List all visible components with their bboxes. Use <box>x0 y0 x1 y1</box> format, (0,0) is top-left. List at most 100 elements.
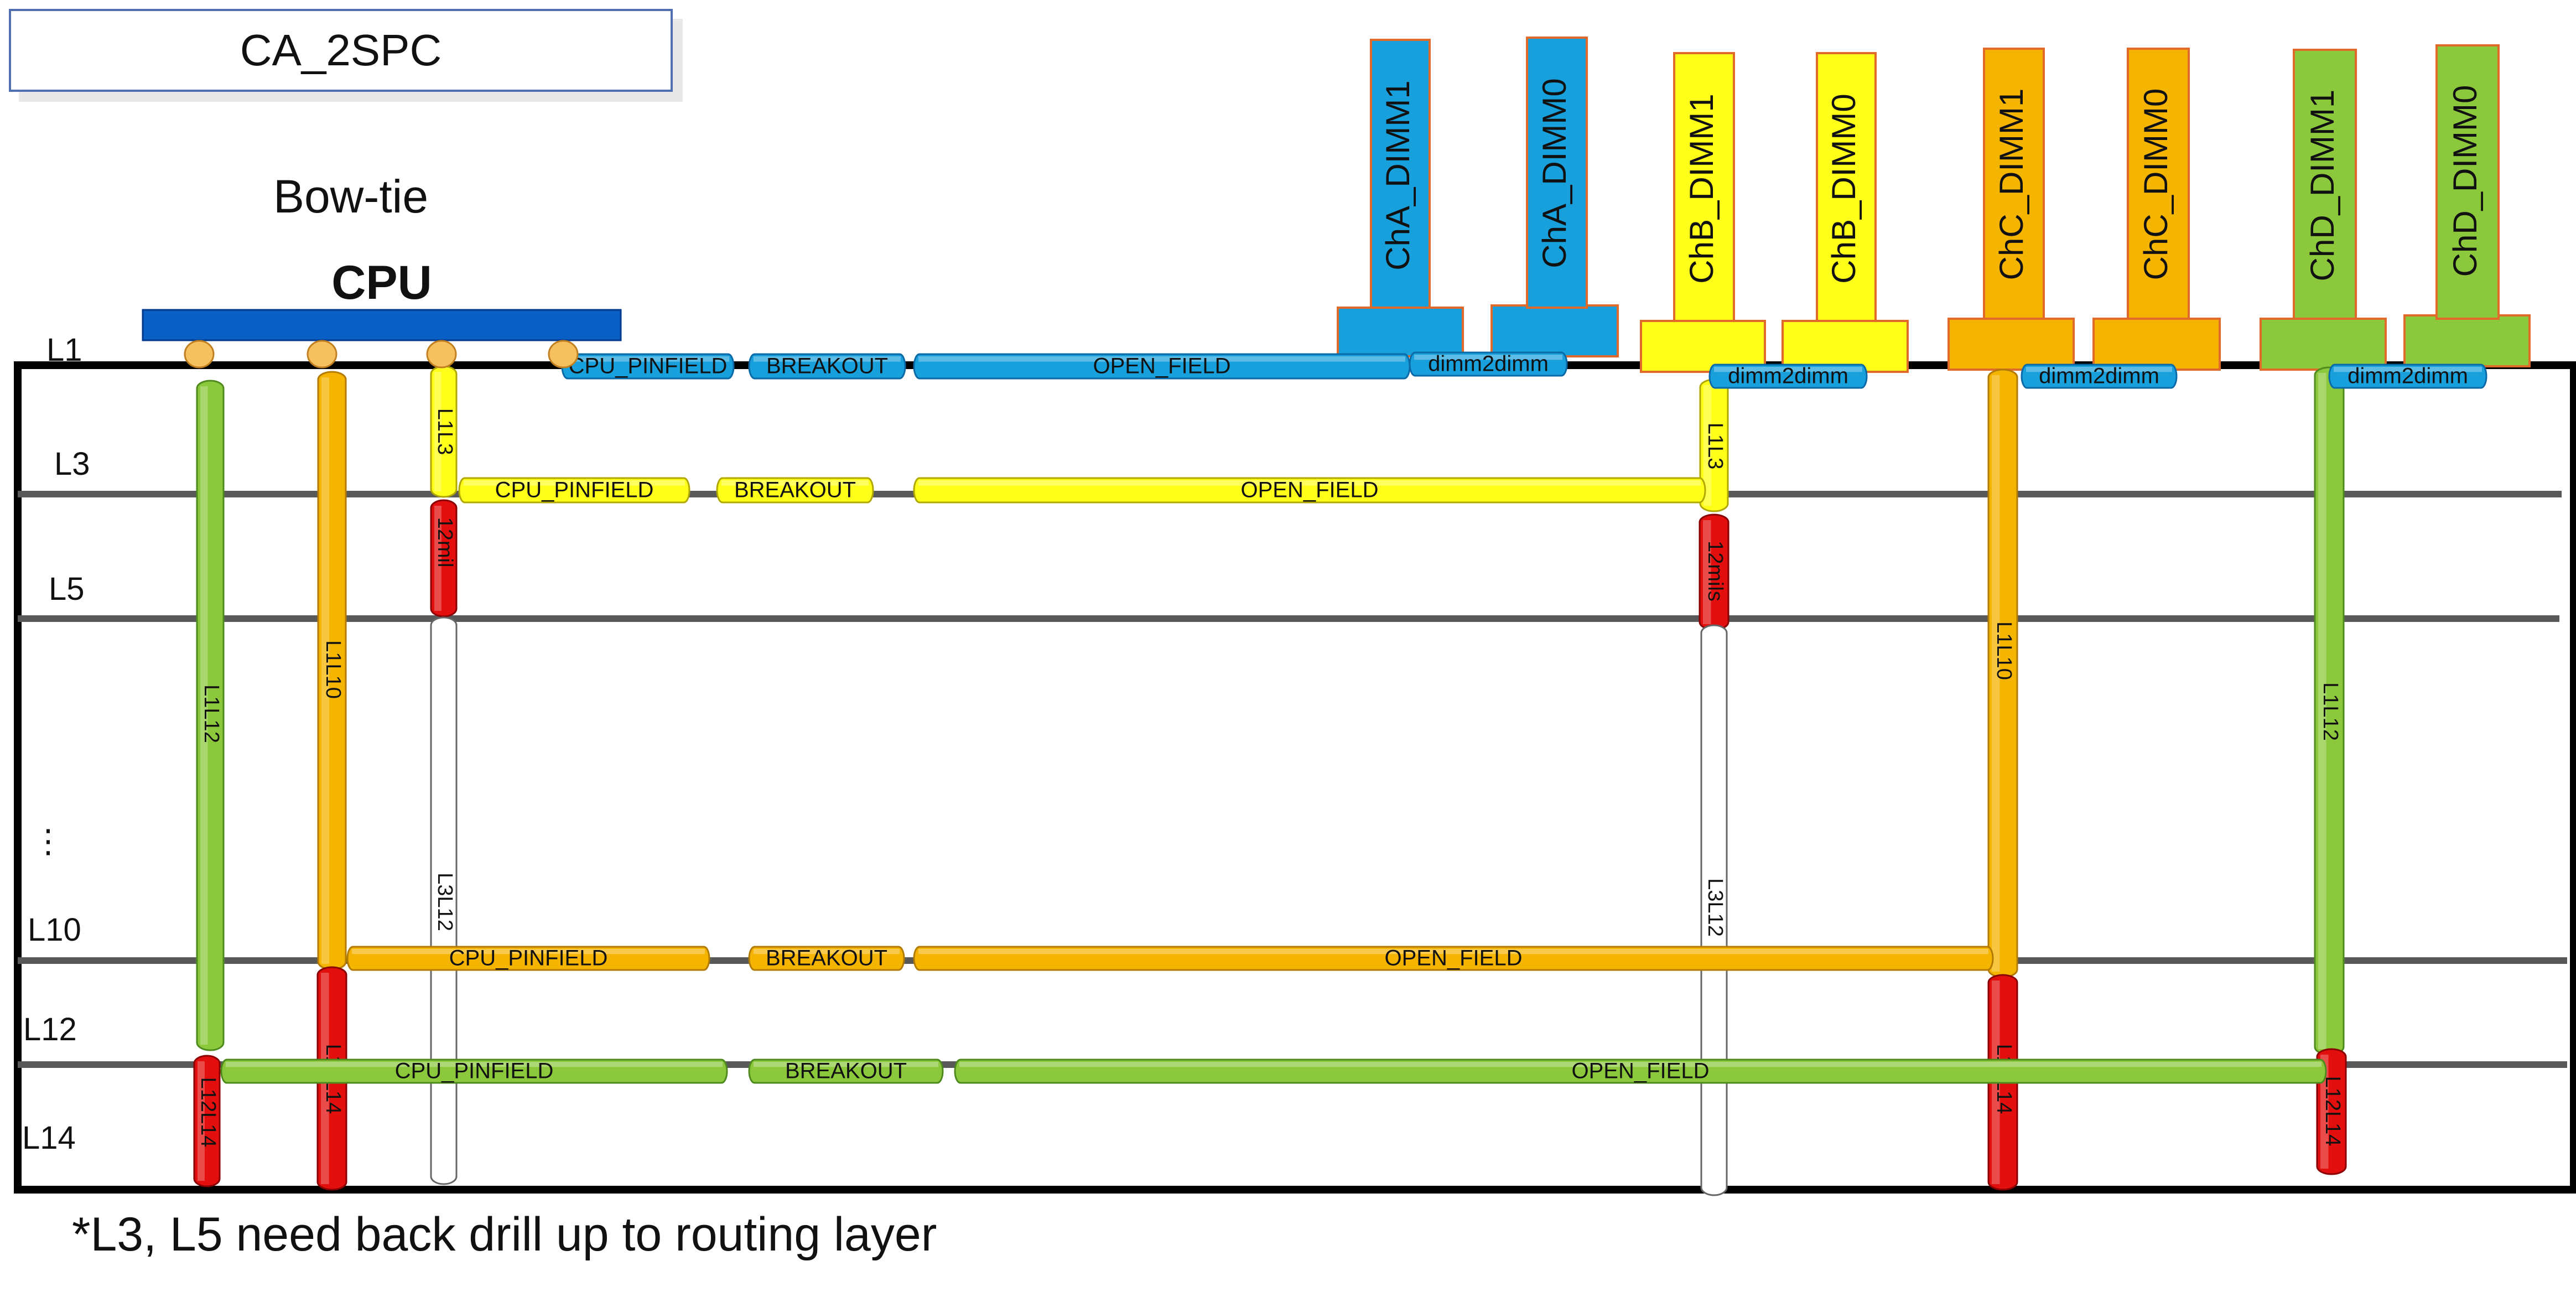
segment-highlight <box>918 949 1988 954</box>
segment-highlight <box>754 949 900 954</box>
dimm-label: ChD_DIMM1 <box>2304 90 2341 282</box>
via-highlight <box>434 506 442 611</box>
segment-label: OPEN_FIELD <box>1572 1059 1710 1083</box>
segment-highlight <box>721 480 869 486</box>
via-12mil-left: 12mil <box>430 499 458 618</box>
dimm-base <box>1947 318 2075 371</box>
dimm-chc-dimm1: ChC_DIMM1 <box>1947 48 2075 371</box>
dimm-body <box>1673 52 1735 322</box>
dimm-chd-dimm1: ChD_DIMM1 <box>2260 49 2387 371</box>
dimm-label: ChB_DIMM0 <box>1825 94 1862 283</box>
title-box: CA_2SPC <box>9 9 683 102</box>
segment-highlight <box>918 356 1405 362</box>
dimm-base <box>2403 314 2531 367</box>
l1-open-field: OPEN_FIELD <box>913 353 1411 380</box>
cpu-ball-2 <box>307 340 337 369</box>
l3-breakout: BREAKOUT <box>716 477 874 504</box>
via-highlight <box>2318 373 2326 1049</box>
layer-lines <box>18 491 2567 1068</box>
layer-label-l12: L12 <box>23 1011 77 1047</box>
l1-dimm2dimm-a: dimm2dimm <box>1409 351 1568 377</box>
via-highlight <box>434 372 442 491</box>
l1-cpu-pinfield: CPU_PINFIELD <box>561 353 735 380</box>
via-l12l14-left: L12L14 <box>193 1055 221 1187</box>
l1-dimm2dimm-b: dimm2dimm <box>1708 364 1868 389</box>
dimm-body <box>1370 39 1431 309</box>
segment-label: OPEN_FIELD <box>1241 478 1379 502</box>
segment-body <box>954 1059 2327 1084</box>
cpu-ball-4 <box>548 340 579 369</box>
segment-label: dimm2dimm <box>1728 364 1848 388</box>
dimm-body <box>1983 48 2045 320</box>
segment-label: CPU_PINFIELD <box>449 946 608 971</box>
via-l1l10-left: L1L10 <box>317 371 347 971</box>
via-l1l3-left: L1L3 <box>430 365 458 498</box>
dimm-label: ChC_DIMM0 <box>2137 89 2174 281</box>
l3-open-field: OPEN_FIELD <box>913 477 1706 504</box>
layer-label-l10: L10 <box>28 912 81 948</box>
via-l3l12-left: L3L12 <box>430 616 458 1185</box>
segment-highlight <box>464 480 685 486</box>
via-l1l12-left: L1L12 <box>196 380 225 1051</box>
footnote: *L3, L5 need back drill up to routing la… <box>72 1208 937 1261</box>
segment-highlight <box>352 949 705 954</box>
segment-body <box>748 353 906 380</box>
l10-breakout: BREAKOUT <box>748 946 905 971</box>
segment-highlight <box>2026 367 2172 372</box>
via-l1l12-right: L1L12 <box>2314 366 2345 1056</box>
l10-open-field: OPEN_FIELD <box>913 946 1994 971</box>
routing-segments: CPU_PINFIELD BREAKOUT OPEN_FIELD dimm2dimm d… <box>220 351 2487 1084</box>
layer-label-l14: L14 <box>22 1120 76 1156</box>
segment-label: dimm2dimm <box>2348 364 2468 388</box>
dimm-base <box>1640 320 1766 373</box>
segment-highlight <box>754 356 901 362</box>
via-body <box>196 380 225 1051</box>
dimm-body <box>2127 48 2190 320</box>
via-l3l12-right: L3L12 <box>1700 624 1728 1196</box>
segment-label: BREAKOUT <box>766 946 887 971</box>
segment-body <box>716 477 874 504</box>
dimm-label: ChC_DIMM1 <box>1993 89 2030 281</box>
cpu-ball-1 <box>184 340 215 369</box>
via-body <box>1700 624 1728 1196</box>
segment-highlight <box>1414 355 1562 360</box>
cpu-balls <box>184 340 579 369</box>
segment-highlight <box>226 1062 723 1067</box>
layer-label-l1: L1 <box>46 332 82 368</box>
l12-breakout: BREAKOUT <box>748 1059 944 1084</box>
l1-breakout: BREAKOUT <box>748 353 906 380</box>
via-label: L1L12 <box>200 684 223 743</box>
layer-labels: L1 L3 L5 ⋮ L10 L12 L14 <box>22 332 90 1156</box>
segment-label: OPEN_FIELD <box>1385 946 1523 971</box>
l12-open-field: OPEN_FIELD <box>954 1059 2327 1084</box>
dimm-base <box>2092 318 2221 371</box>
via-body <box>193 1055 221 1187</box>
via-highlight <box>1704 385 1711 506</box>
cpu-bar <box>142 309 622 341</box>
segment-body <box>748 946 905 971</box>
segment-label: dimm2dimm <box>2039 364 2159 388</box>
segment-body <box>220 1059 728 1084</box>
dimm-chc-dimm0: ChC_DIMM0 <box>2092 48 2221 371</box>
segment-body <box>1409 351 1568 377</box>
segment-label: CPU_PINFIELD <box>495 478 654 502</box>
l3-cpu-pinfield: CPU_PINFIELD <box>458 477 690 504</box>
via-label: L1L3 <box>433 408 456 455</box>
via-label: 12mils <box>1704 541 1727 601</box>
segment-label: OPEN_FIELD <box>1093 354 1231 378</box>
layer-label-l5: L5 <box>49 571 85 607</box>
dimm-label: ChA_DIMM0 <box>1536 78 1573 268</box>
segment-label: dimm2dimm <box>1428 352 1549 376</box>
segment-body <box>458 477 690 504</box>
dimm-body <box>2293 49 2357 320</box>
segment-body <box>2328 364 2487 389</box>
segment-label: CPU_PINFIELD <box>395 1059 554 1083</box>
cpu-label: CPU <box>331 256 432 309</box>
l1-dimm2dimm-d: dimm2dimm <box>2328 364 2487 389</box>
l12-cpu-pinfield: CPU_PINFIELD <box>220 1059 728 1084</box>
l10-cpu-pinfield: CPU_PINFIELD <box>346 946 710 971</box>
segment-label: CPU_PINFIELD <box>569 354 728 378</box>
via-label: L12L14 <box>196 1077 220 1148</box>
